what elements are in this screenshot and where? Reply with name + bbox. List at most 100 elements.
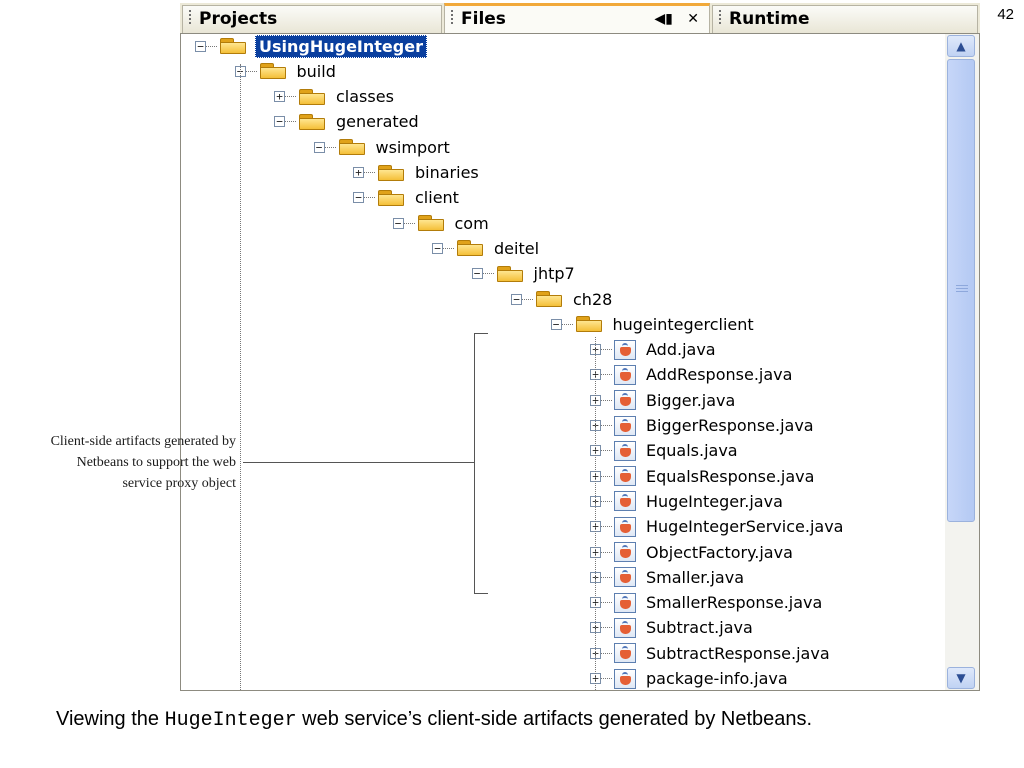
tree-folder-row[interactable]: −generated bbox=[274, 110, 419, 134]
collapse-icon[interactable]: − bbox=[511, 293, 522, 305]
tree-folder-row[interactable]: +binaries bbox=[353, 161, 479, 185]
tree-file-row[interactable]: +HugeIntegerService.java bbox=[590, 515, 843, 539]
tree-file-row[interactable]: +SubtractResponse.java bbox=[590, 641, 830, 665]
tab-projects[interactable]: Projects bbox=[182, 5, 442, 33]
tree-guide-line bbox=[595, 337, 596, 690]
tree-folder-row[interactable]: −build bbox=[234, 59, 336, 83]
collapse-icon[interactable]: − bbox=[471, 268, 483, 280]
tree-item-label: classes bbox=[336, 87, 394, 107]
tab-files[interactable]: Files ◀▮ ✕ bbox=[444, 3, 710, 33]
drag-grip-icon bbox=[189, 10, 195, 26]
expand-icon[interactable]: + bbox=[353, 167, 364, 178]
java-file-icon bbox=[614, 390, 636, 411]
tree-file-row[interactable]: +Add.java bbox=[590, 338, 716, 362]
expand-icon[interactable]: + bbox=[274, 91, 285, 103]
tree-connector bbox=[245, 70, 257, 72]
callout-bracket-top bbox=[474, 333, 488, 334]
tree-folder-row[interactable]: −wsimport bbox=[313, 135, 450, 159]
tree-file-row[interactable]: +Equals.java bbox=[590, 439, 738, 463]
tree-connector bbox=[601, 500, 612, 502]
tree-connector bbox=[364, 197, 375, 199]
tree-folder-row[interactable]: −hugeintegerclient bbox=[550, 312, 754, 336]
tree-folder-row[interactable]: − deitel bbox=[432, 236, 539, 260]
tab-files-label: Files bbox=[461, 9, 506, 29]
callout-leader-line bbox=[243, 462, 475, 463]
tree-connector bbox=[601, 576, 612, 578]
tab-runtime-label: Runtime bbox=[729, 9, 810, 29]
tree-file-row[interactable]: +EqualsResponse.java bbox=[590, 464, 814, 488]
tree-file-row[interactable]: +package-info.java bbox=[590, 667, 788, 691]
folder-icon bbox=[575, 315, 603, 333]
scroll-up-icon[interactable]: ▲ bbox=[947, 35, 975, 57]
tree-item-label: AddResponse.java bbox=[646, 365, 793, 385]
tree-item-label: Smaller.java bbox=[646, 567, 744, 587]
collapse-icon[interactable]: − bbox=[195, 40, 206, 52]
caption-prefix: Viewing the bbox=[56, 708, 165, 730]
tree-item-label: com bbox=[454, 213, 489, 233]
tree-connector bbox=[206, 45, 217, 47]
tree-folder-row[interactable]: − com bbox=[392, 211, 489, 235]
tree-file-row[interactable]: +Bigger.java bbox=[590, 388, 735, 412]
folder-icon bbox=[259, 62, 287, 80]
folder-icon bbox=[535, 290, 563, 308]
tree-connector bbox=[324, 146, 336, 148]
tree-folder-row[interactable]: − jhtp7 bbox=[471, 262, 575, 286]
tree-connector bbox=[601, 349, 612, 351]
tree-file-row[interactable]: +ObjectFactory.java bbox=[590, 540, 793, 564]
tree-connector bbox=[482, 273, 494, 275]
java-file-icon bbox=[614, 668, 636, 689]
collapse-icon[interactable]: − bbox=[274, 116, 285, 128]
tree-connector bbox=[522, 298, 533, 300]
callout-line-1: Client-side artifacts generated by bbox=[50, 434, 236, 449]
tree-connector bbox=[443, 247, 454, 249]
tree-file-row[interactable]: +HugeInteger.java bbox=[590, 489, 783, 513]
thumb-grip-icon bbox=[956, 285, 968, 293]
tree-connector bbox=[601, 526, 612, 528]
tree-item-label: ObjectFactory.java bbox=[646, 542, 793, 562]
tree-item-label: Add.java bbox=[646, 340, 716, 360]
tab-projects-label: Projects bbox=[199, 9, 278, 29]
folder-icon bbox=[417, 214, 445, 232]
collapse-icon[interactable]: − bbox=[392, 217, 404, 229]
java-file-icon bbox=[614, 567, 636, 588]
collapse-icon[interactable]: − bbox=[313, 141, 325, 153]
vertical-scrollbar[interactable]: ▲ ▼ bbox=[945, 34, 979, 690]
tree-folder-row[interactable]: −UsingHugeInteger bbox=[195, 34, 427, 58]
tree-file-row[interactable]: +AddResponse.java bbox=[590, 363, 792, 387]
caption-suffix: web service’s client-side artifacts gene… bbox=[296, 708, 813, 730]
tree-file-row[interactable]: +BiggerResponse.java bbox=[590, 414, 814, 438]
tree-connector bbox=[601, 678, 612, 679]
close-icon[interactable]: ✕ bbox=[687, 11, 699, 27]
tree-connector bbox=[601, 399, 612, 401]
collapse-icon[interactable]: − bbox=[550, 318, 562, 330]
tree-connector bbox=[285, 121, 296, 123]
scroll-down-icon[interactable]: ▼ bbox=[947, 667, 975, 689]
tree-file-row[interactable]: +SmallerResponse.java bbox=[590, 591, 822, 615]
tree-folder-row[interactable]: −client bbox=[353, 186, 459, 210]
tree-connector bbox=[601, 627, 612, 629]
collapse-icon[interactable]: − bbox=[432, 242, 443, 254]
slide-number: 42 bbox=[997, 6, 1014, 23]
tree-folder-row[interactable]: + classes bbox=[274, 85, 394, 109]
tree-file-row[interactable]: +Smaller.java bbox=[590, 565, 744, 589]
tree-item-label: package-info.java bbox=[646, 669, 788, 688]
tree-folder-row[interactable]: − ch28 bbox=[511, 287, 612, 311]
tab-runtime[interactable]: Runtime bbox=[712, 5, 978, 33]
caption-code: HugeInteger bbox=[164, 709, 297, 732]
java-file-icon bbox=[614, 440, 636, 461]
tree-item-label: Bigger.java bbox=[646, 390, 736, 410]
tab-list-icon[interactable]: ◀▮ bbox=[654, 11, 673, 27]
folder-icon bbox=[456, 239, 484, 257]
tree-item-label: ch28 bbox=[573, 289, 613, 309]
scroll-thumb[interactable] bbox=[947, 59, 975, 522]
tree-item-label: deitel bbox=[494, 238, 540, 258]
callout-text: Client-side artifacts generated by Netbe… bbox=[4, 431, 236, 494]
folder-icon bbox=[298, 113, 326, 131]
folder-icon bbox=[496, 265, 524, 283]
tree-connector bbox=[601, 475, 612, 477]
tree-file-row[interactable]: +Subtract.java bbox=[590, 616, 753, 640]
tree-item-label: jhtp7 bbox=[533, 264, 575, 284]
collapse-icon[interactable]: − bbox=[353, 192, 364, 204]
tree-connector bbox=[601, 602, 612, 604]
tree-guide-line bbox=[239, 64, 241, 690]
